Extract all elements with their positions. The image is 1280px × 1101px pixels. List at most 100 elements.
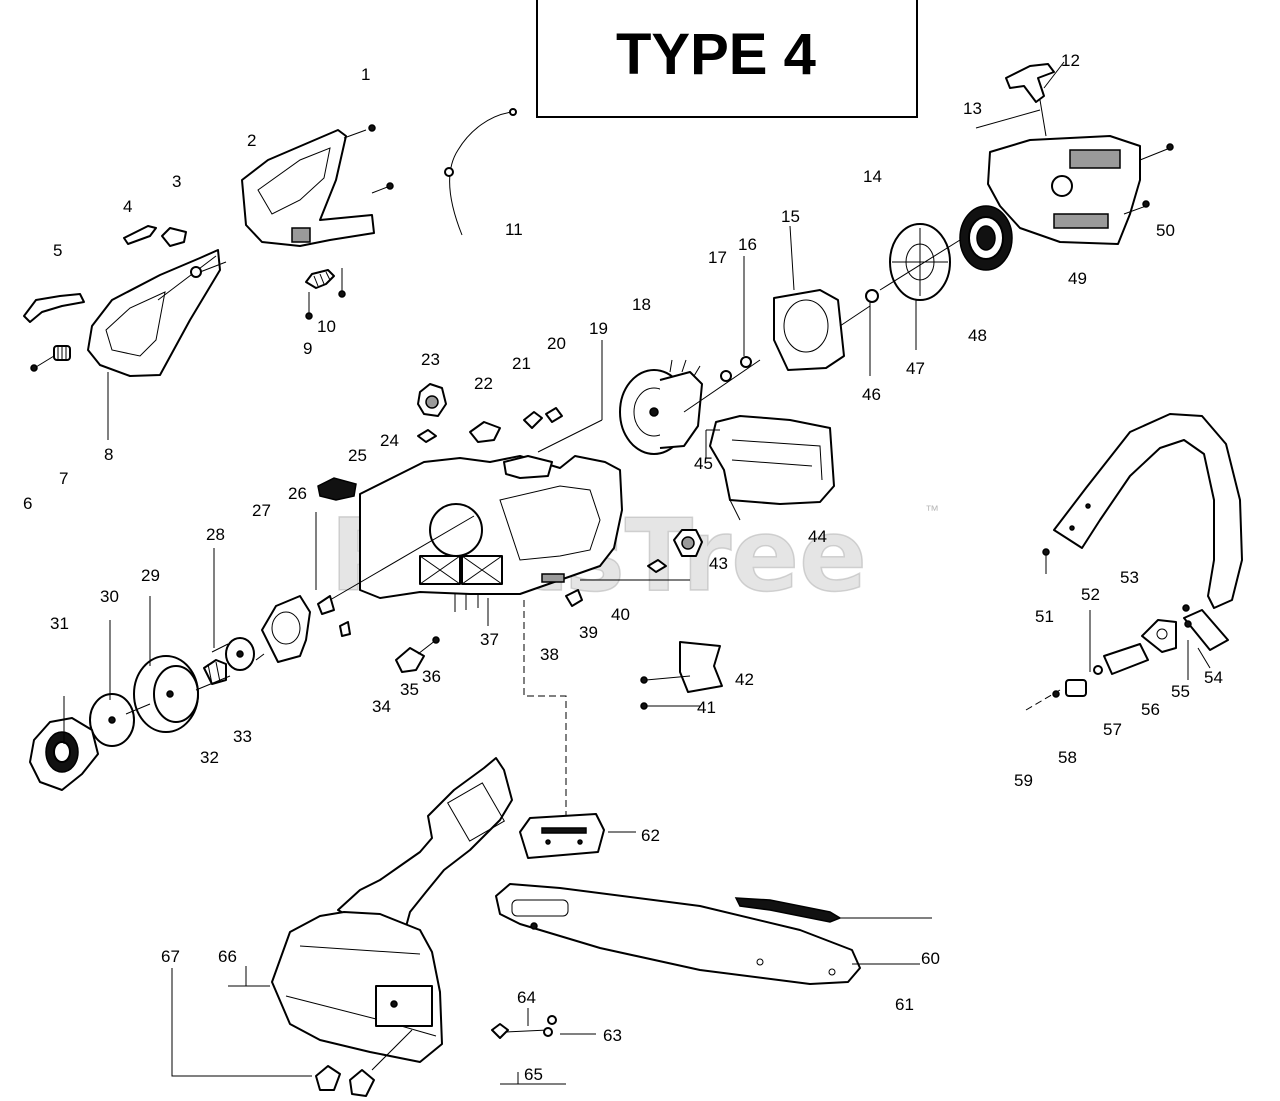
callout-44: 44: [808, 527, 827, 546]
callout-5: 5: [53, 241, 62, 260]
callout-49: 49: [1068, 269, 1087, 288]
callout-55: 55: [1171, 682, 1190, 701]
callout-65: 65: [524, 1065, 543, 1084]
throttle-cable: [444, 108, 517, 236]
callout-41: 41: [697, 698, 716, 717]
fan-shroud: [773, 289, 871, 371]
callout-16: 16: [738, 235, 757, 254]
callout-3: 3: [172, 172, 181, 191]
chain-cover: [228, 757, 513, 1063]
callout-10: 10: [317, 317, 336, 336]
callout-7: 7: [59, 469, 68, 488]
callout-51: 51: [1035, 607, 1054, 626]
bar-plate: [519, 813, 605, 859]
small-parts: [317, 407, 563, 501]
chain-tensioner: [491, 1015, 596, 1085]
callout-11: 11: [505, 220, 523, 239]
callout-33: 33: [233, 727, 252, 746]
callout-46: 46: [862, 385, 881, 404]
callout-15: 15: [781, 207, 800, 226]
crankcase: [329, 455, 690, 612]
callout-26: 26: [288, 484, 307, 503]
callout-47: 47: [906, 359, 925, 378]
callout-13: 13: [963, 99, 982, 118]
callout-39: 39: [579, 623, 598, 642]
callout-64: 64: [517, 988, 536, 1007]
callout-54: 54: [1204, 668, 1223, 687]
top-handle: [241, 124, 394, 247]
guide-bar: [495, 883, 920, 985]
guide-plate: [640, 641, 723, 710]
callout-2: 2: [247, 131, 256, 150]
callout-62: 62: [641, 826, 660, 845]
front-handle: [1053, 413, 1243, 609]
oil-pump-parts: [395, 636, 440, 673]
callout-37: 37: [480, 630, 499, 649]
chain-path: [523, 600, 567, 816]
callout-8: 8: [104, 445, 113, 464]
rear-handle: [87, 249, 227, 377]
callout-42: 42: [735, 670, 754, 689]
callout-labels: 1 2 3 4 5 6 7 8 9 10 11 12 13 14 15 16 1…: [23, 51, 1223, 1084]
tank-caps: [417, 383, 703, 573]
washer: [89, 693, 151, 747]
callout-43: 43: [709, 554, 728, 573]
handle-spring: [305, 268, 346, 320]
cylinder-cover: [705, 415, 835, 521]
sprocket-part: [29, 717, 99, 791]
callout-50: 50: [1156, 221, 1175, 240]
part-drawings: [23, 61, 1243, 1097]
callout-34: 34: [372, 697, 391, 716]
callout-20: 20: [547, 334, 566, 353]
callout-27: 27: [252, 501, 271, 520]
starter-housing: [987, 135, 1174, 245]
type-title-text: TYPE 4: [616, 22, 816, 87]
type-title: TYPE 4: [536, 0, 918, 118]
callout-60: 60: [921, 949, 940, 968]
callout-31: 31: [50, 614, 69, 633]
callout-32: 32: [200, 748, 219, 767]
callout-18: 18: [632, 295, 651, 314]
callout-58: 58: [1058, 748, 1077, 767]
handle-mount: [1025, 548, 1229, 711]
callout-66: 66: [218, 947, 237, 966]
callout-40: 40: [611, 605, 630, 624]
callout-29: 29: [141, 566, 160, 585]
callout-9: 9: [303, 339, 312, 358]
bar-nuts: [171, 968, 413, 1097]
callout-38: 38: [540, 645, 559, 664]
callout-53: 53: [1120, 568, 1139, 587]
recoil-spring: [959, 205, 1013, 271]
callout-24: 24: [380, 431, 399, 450]
callout-48: 48: [968, 326, 987, 345]
callout-6: 6: [23, 494, 32, 513]
leader-lines: [63, 61, 1211, 1026]
callout-35: 35: [400, 680, 419, 699]
callout-14: 14: [863, 167, 882, 186]
callout-56: 56: [1141, 700, 1160, 719]
callout-17: 17: [708, 248, 727, 267]
callout-57: 57: [1103, 720, 1122, 739]
callout-12: 12: [1061, 51, 1080, 70]
callout-1: 1: [361, 65, 370, 84]
trigger-parts: [23, 225, 187, 323]
flywheel: [619, 356, 761, 455]
callout-63: 63: [603, 1026, 622, 1045]
rear-spring: [30, 345, 71, 372]
callout-19: 19: [589, 319, 608, 338]
clutch-drum: [133, 655, 231, 733]
callout-36: 36: [422, 667, 441, 686]
callout-61: 61: [895, 995, 914, 1014]
callout-59: 59: [1014, 771, 1033, 790]
callout-52: 52: [1081, 585, 1100, 604]
starter-pulley: [865, 223, 961, 303]
callout-28: 28: [206, 525, 225, 544]
callout-67: 67: [161, 947, 180, 966]
callout-30: 30: [100, 587, 119, 606]
starter-handle: [975, 63, 1055, 137]
clutch-parts: [203, 595, 351, 685]
saw-chain: [734, 897, 932, 923]
callout-23: 23: [421, 350, 440, 369]
callout-45: 45: [694, 454, 713, 473]
callout-21: 21: [512, 354, 531, 373]
